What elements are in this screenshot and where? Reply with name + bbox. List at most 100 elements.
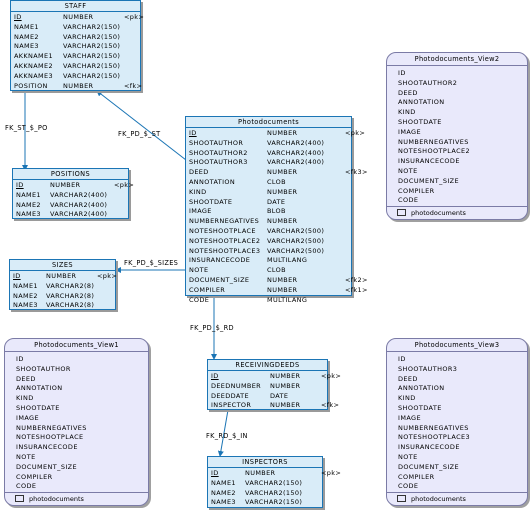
view-column-row: INSURANCECODE (398, 157, 460, 166)
column-name: ID (14, 13, 22, 21)
column-type: VARCHAR2(400) (50, 190, 108, 199)
view-column-row: KIND (398, 108, 416, 117)
column-name: NAME1 (16, 190, 41, 199)
table-title: SIZES (10, 260, 115, 271)
column-name: NOTESHOOTPLACE (189, 226, 256, 235)
view-column-row: NOTESHOOTPLACE2 (398, 147, 471, 156)
view-footer: photodocuments (5, 492, 148, 505)
fk-st-po-label: FK_ST_$_PO (5, 124, 48, 132)
column-name: NAME3 (16, 210, 41, 219)
column-key: <pk> (97, 272, 118, 280)
table-icon (15, 494, 24, 502)
view-column-row: CODE (398, 196, 419, 205)
column-type: NUMBER (267, 168, 298, 177)
column-type: MULTILANG (267, 256, 308, 265)
view-title: Photodocuments_View2 (387, 53, 527, 66)
column-type: VARCHAR2(500) (267, 226, 325, 235)
view-column-row: DOCUMENT_SIZE (398, 176, 460, 185)
column-type: VARCHAR2(150) (63, 22, 121, 31)
column-type: DATE (270, 391, 289, 400)
view-column-row: INSURANCECODE (398, 443, 460, 452)
table-column-row: NAME1 VARCHAR2(400) (16, 191, 125, 201)
column-key: <fk1> (345, 285, 368, 294)
fk-pd-sizes-label: FK_PD_$_SIZES (124, 259, 179, 267)
view-source: photodocuments (411, 209, 466, 217)
column-key: <pk> (321, 372, 342, 380)
table-title: STAFF (11, 1, 140, 12)
column-name: SHOOTAUTHOR2 (189, 148, 248, 157)
view-column-row: ID (398, 355, 406, 363)
view-column-row: NUMBERNEGATIVES (16, 423, 87, 432)
table-icon (397, 208, 406, 216)
view-source: photodocuments (29, 495, 84, 503)
column-type: NUMBER (270, 401, 301, 410)
column-type: NUMBER (270, 372, 301, 380)
column-name: DEEDDATE (211, 391, 249, 400)
column-name: NAME2 (14, 32, 39, 41)
column-type: VARCHAR2(400) (50, 200, 108, 209)
column-name: ID (211, 469, 219, 477)
column-name: NAME2 (16, 200, 41, 209)
view-title: Photodocuments_View1 (5, 339, 148, 352)
column-type: MULTILANG (267, 295, 308, 304)
column-name: POSITION (14, 81, 48, 90)
column-name: INSURANCECODE (189, 256, 251, 265)
column-name: ID (189, 129, 197, 137)
column-name: NOTESHOOTPLACE3 (189, 246, 261, 255)
view-column-row: ID (398, 69, 406, 77)
column-type: VARCHAR2(400) (267, 158, 325, 167)
view-column-row: SHOOTAUTHOR3 (398, 364, 458, 373)
view-column-row: ID (16, 355, 24, 363)
view-column-row: KIND (398, 394, 416, 403)
view-column-row: SHOOTDATE (16, 403, 60, 412)
column-type: NUMBER (267, 187, 298, 196)
view-column-row: DOCUMENT_SIZE (16, 462, 78, 471)
column-key: <fk> (124, 81, 143, 90)
view-column-row: SHOOTDATE (398, 403, 442, 412)
column-type: VARCHAR2(400) (267, 138, 325, 147)
column-type: NUMBER (245, 469, 276, 477)
column-name: NAME2 (13, 291, 38, 300)
view-column-row: SHOOTAUTHOR2 (398, 78, 458, 87)
column-name: NOTE (189, 266, 209, 275)
column-name: AKKNAME3 (14, 71, 53, 80)
column-key: <pk> (124, 13, 145, 21)
table-column-row: NAME2 VARCHAR2(150) (14, 33, 137, 43)
column-type: VARCHAR2(150) (63, 32, 121, 41)
view-column-row: NOTE (398, 166, 418, 175)
table-title: POSITIONS (13, 169, 128, 180)
view-column-row: DOCUMENT_SIZE (398, 462, 460, 471)
view-column-row: COMPILER (16, 472, 53, 481)
column-name: COMPILER (189, 285, 226, 294)
column-name: NOTESHOOTPLACE2 (189, 236, 261, 245)
column-type: VARCHAR2(150) (245, 478, 303, 487)
